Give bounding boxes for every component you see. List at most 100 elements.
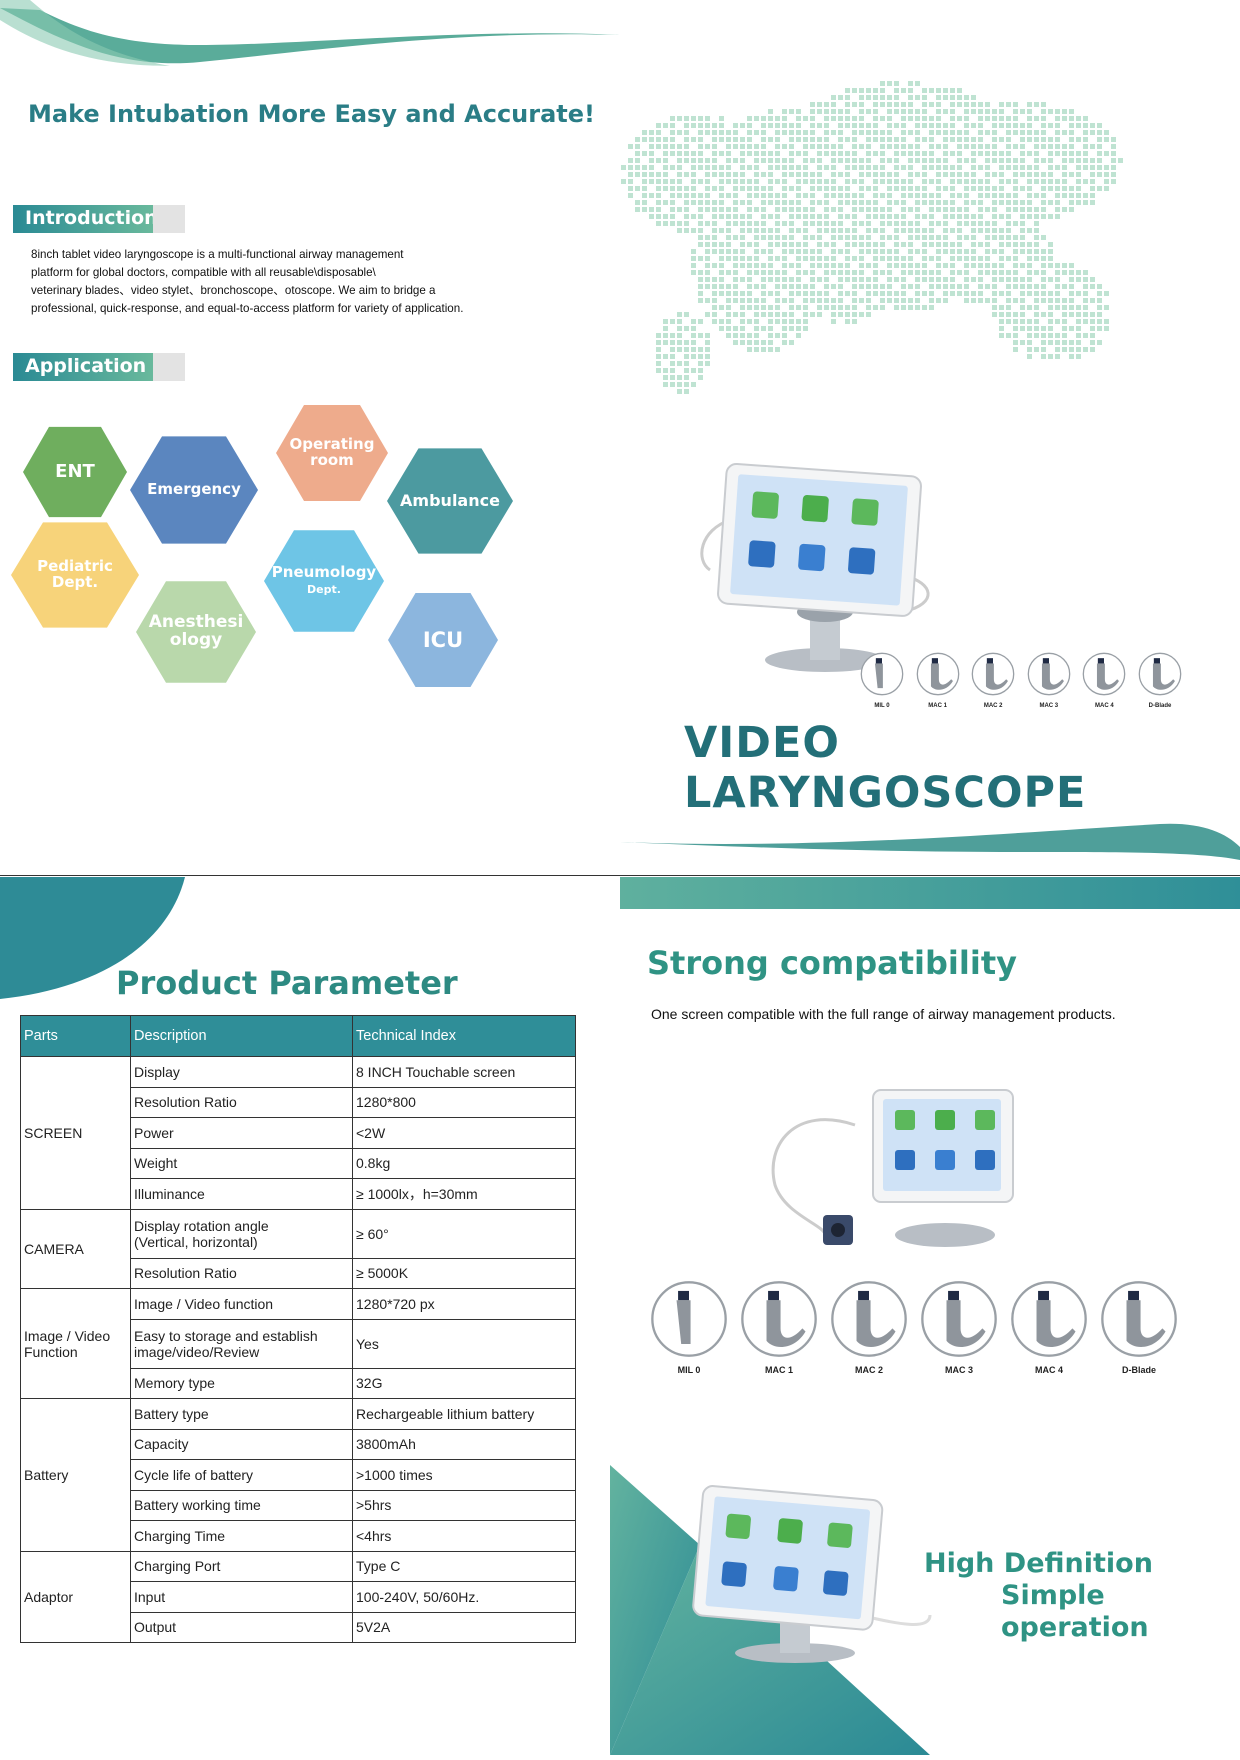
blade-label: MAC 3 — [944, 1365, 973, 1375]
description-cell: Power — [130, 1117, 353, 1149]
value-cell: 3800mAh — [352, 1428, 576, 1460]
part-cell: Image / Video Function — [20, 1288, 131, 1399]
tablet-with-camera-image — [755, 1085, 1025, 1255]
description-cell: Resolution Ratio — [130, 1257, 353, 1289]
blade-item: MIL 0 — [650, 1280, 728, 1375]
blade-label: MAC 1 — [764, 1365, 793, 1375]
bottom-swoosh — [620, 812, 1240, 862]
blade-icon — [741, 1281, 817, 1357]
blade-label: MAC 2 — [854, 1365, 883, 1375]
blade-label: MAC 3 — [1039, 703, 1059, 709]
top-swoosh — [0, 0, 640, 70]
hd-line-1: High Definition — [924, 1548, 1153, 1579]
description-cell: Battery type — [130, 1398, 353, 1430]
blade-label: MAC 4 — [1095, 703, 1114, 709]
intro-line: professional, quick-response, and equal-… — [31, 302, 464, 315]
blade-item: MAC 1 — [916, 652, 960, 709]
blade-item: MAC 4 — [1082, 652, 1126, 709]
page-headline: Make Intubation More Easy and Accurate! — [28, 100, 595, 128]
description-cell: Battery working time — [130, 1489, 353, 1521]
page-divider — [0, 875, 1240, 876]
hex-ent: ENT — [23, 426, 127, 518]
description-cell: Charging Time — [130, 1520, 353, 1552]
column-header: Parts — [20, 1015, 131, 1057]
blade-icon — [1101, 1281, 1177, 1357]
blades-row-small: MIL 0 MAC 1 MAC 2 MAC 3 MAC 4 D-Blade — [860, 652, 1200, 710]
description-cell: Display rotation angle (Vertical, horizo… — [130, 1208, 353, 1259]
blade-icon — [860, 652, 904, 696]
blade-label: MAC 2 — [983, 703, 1003, 709]
value-cell: Yes — [352, 1318, 576, 1369]
product-title: VIDEO LARYNGOSCOPE — [684, 718, 1087, 818]
table-header-row: Parts Description Technical Index — [20, 1015, 576, 1057]
description-cell: Cycle life of battery — [130, 1459, 353, 1491]
column-header: Description — [130, 1015, 353, 1057]
header-band — [620, 877, 1240, 909]
hd-tagline: High Definition Simple operation — [924, 1548, 1240, 1644]
part-cell: SCREEN — [20, 1056, 131, 1210]
value-cell: <2W — [352, 1117, 576, 1149]
value-cell: ≥ 5000K — [352, 1257, 576, 1289]
blade-icon — [1138, 652, 1182, 696]
blade-item: MAC 3 — [920, 1280, 998, 1375]
blade-item: D-Blade — [1138, 652, 1182, 709]
hex-emergency: Emergency — [130, 436, 258, 544]
intro-line: platform for global doctors, compatible … — [31, 266, 376, 279]
blade-icon — [1027, 652, 1071, 696]
blade-item: MAC 1 — [740, 1280, 818, 1375]
table-row: Charging Time<4hrs — [21, 1520, 576, 1552]
value-cell: 5V2A — [352, 1611, 576, 1643]
hex-pediatric: Pediatric Dept. — [11, 522, 139, 628]
description-cell: Display — [130, 1056, 353, 1088]
value-cell: 32G — [352, 1367, 576, 1399]
table-row: Battery working time>5hrs — [21, 1489, 576, 1521]
blade-item: MAC 2 — [830, 1280, 908, 1375]
blade-label: MIL 0 — [677, 1365, 701, 1375]
compatibility-title: Strong compatibility — [647, 944, 1017, 982]
hd-line-2: Simple operation — [1001, 1580, 1149, 1643]
value-cell: ≥ 1000lx，h=30mm — [352, 1178, 576, 1210]
value-cell: >1000 times — [352, 1459, 576, 1491]
compatibility-description: One screen compatible with the full rang… — [651, 1006, 1116, 1022]
product-parameter-title: Product Parameter — [116, 964, 458, 1002]
part-cell: Adaptor — [20, 1550, 131, 1643]
blade-label: D-Blade — [1121, 1365, 1156, 1375]
part-cell: CAMERA — [20, 1208, 131, 1289]
blade-label: MAC 4 — [1034, 1365, 1063, 1375]
world-map-graphic — [621, 81, 1123, 394]
value-cell: ≥ 60° — [352, 1208, 576, 1259]
table-row: Illuminance≥ 1000lx，h=30mm — [21, 1178, 576, 1210]
description-cell: Illuminance — [130, 1178, 353, 1210]
blade-icon — [916, 652, 959, 696]
description-cell: Resolution Ratio — [130, 1086, 353, 1118]
blade-item: MAC 4 — [1010, 1280, 1088, 1375]
tablet-on-stand-image — [700, 460, 940, 680]
parameter-table: Parts Description Technical Index SCREEN… — [20, 1015, 576, 1643]
blade-icon — [971, 652, 1015, 696]
introduction-text: 8inch tablet video laryngoscope is a mul… — [31, 246, 551, 318]
blade-item: D-Blade — [1100, 1280, 1178, 1375]
blade-label: D-Blade — [1148, 703, 1172, 709]
table-row: Cycle life of battery>1000 times — [21, 1459, 576, 1491]
corner-wave — [0, 877, 190, 1002]
column-header: Technical Index — [352, 1015, 576, 1057]
hex-operating-room: Operating room — [276, 405, 388, 501]
description-cell: Easy to storage and establish image/vide… — [130, 1318, 353, 1369]
hex-ambulance: Ambulance — [387, 448, 513, 554]
value-cell: >5hrs — [352, 1489, 576, 1521]
value-cell: 100-240V, 50/60Hz. — [352, 1581, 576, 1613]
blade-icon — [921, 1281, 997, 1357]
blade-icon — [1011, 1281, 1087, 1357]
blade-item: MAC 2 — [971, 652, 1015, 709]
blade-item: MIL 0 — [860, 652, 904, 709]
table-row: Easy to storage and establish image/vide… — [21, 1318, 576, 1369]
intro-line: 8inch tablet video laryngoscope is a mul… — [31, 248, 404, 261]
